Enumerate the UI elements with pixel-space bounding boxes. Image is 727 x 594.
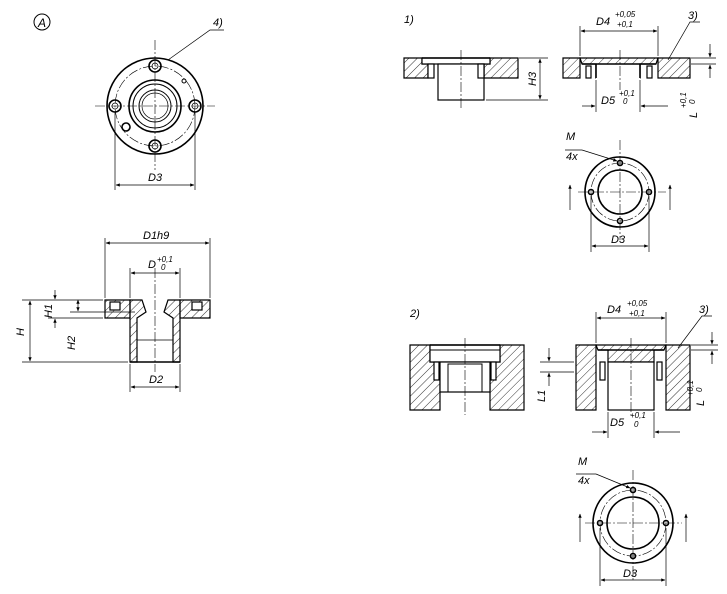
dim-l-1-tol-lower: 0 — [688, 99, 697, 104]
note-1: 1) — [404, 14, 414, 26]
pocket-outer-circle-2 — [592, 482, 674, 564]
dim-d4-1-tol-lower: +0,1 — [617, 20, 633, 29]
section-view: D1h9 D +0,1 0 D2 H H1 H2 — [15, 230, 211, 392]
dim-d1h9: D1h9 — [143, 230, 169, 242]
dim-h: H — [15, 328, 27, 336]
install-1: 1) H3 D4 +0,05 +0,1 3) — [403, 10, 716, 252]
dim-m-1: M — [566, 131, 576, 143]
dim-d5-1: D5 — [601, 95, 616, 107]
dim-d-tol-lower: 0 — [161, 263, 166, 272]
mounting-hole-bottom — [148, 139, 162, 153]
dim-l-1-tol-upper: +0,1 — [679, 92, 688, 108]
dim-h2: H2 — [66, 336, 78, 350]
pin-hole — [121, 122, 131, 132]
dim-l-2-tol-lower: 0 — [695, 387, 704, 392]
side-hole — [181, 78, 187, 84]
view-a-marker-circle — [33, 13, 51, 31]
note-3-a: 3) — [688, 10, 698, 22]
view-a-label: A — [37, 16, 46, 30]
pocket-outer-circle-1 — [584, 156, 656, 228]
bolt-circle — [114, 65, 196, 147]
dim-d4-2-tol-lower: +0,1 — [629, 309, 645, 318]
dim-d5-2-tol-upper: +0,1 — [630, 411, 646, 420]
dim-h3: H3 — [527, 71, 539, 86]
dim-d: D — [148, 259, 156, 271]
dim-d2: D2 — [149, 374, 163, 386]
dim-d5-2: D5 — [610, 417, 625, 429]
dim-d-tol-upper: +0,1 — [157, 255, 173, 264]
dim-d4-2: D4 — [607, 304, 621, 316]
install-2: 2) L1 D4 +0,05 +0,1 — [409, 299, 718, 586]
dim-l-1: L — [688, 112, 700, 118]
dim-d5-1-tol-lower: 0 — [623, 97, 628, 106]
dim-d5-1-tol-upper: +0,1 — [619, 89, 635, 98]
view-a-top: A 4) D3 — [33, 13, 224, 190]
dim-d4-2-tol-upper: +0,05 — [627, 299, 648, 308]
dim-d4-1: D4 — [596, 16, 610, 28]
mounting-hole-top — [148, 59, 162, 73]
dim-m-count-2: 4x — [578, 475, 590, 487]
note-2: 2) — [409, 308, 420, 320]
note-3-b: 3) — [699, 304, 709, 316]
flange-outer-circle — [106, 57, 204, 155]
dim-h1: H1 — [43, 304, 55, 318]
dim-l-2-tol-upper: +0,1 — [686, 380, 695, 396]
dim-l1: L1 — [536, 390, 548, 402]
note-4: 4) — [213, 17, 223, 29]
dim-d5-2-tol-lower: 0 — [634, 420, 639, 429]
dim-d3-1: D3 — [611, 234, 626, 246]
dim-m-count-1: 4x — [566, 151, 578, 163]
dim-d4-1-tol-upper: +0,05 — [615, 10, 636, 19]
dim-l-2: L — [695, 400, 707, 406]
dim-d3-view-a: D3 — [148, 172, 163, 184]
dim-d3-2: D3 — [623, 568, 638, 580]
dim-m-2: M — [578, 456, 588, 468]
